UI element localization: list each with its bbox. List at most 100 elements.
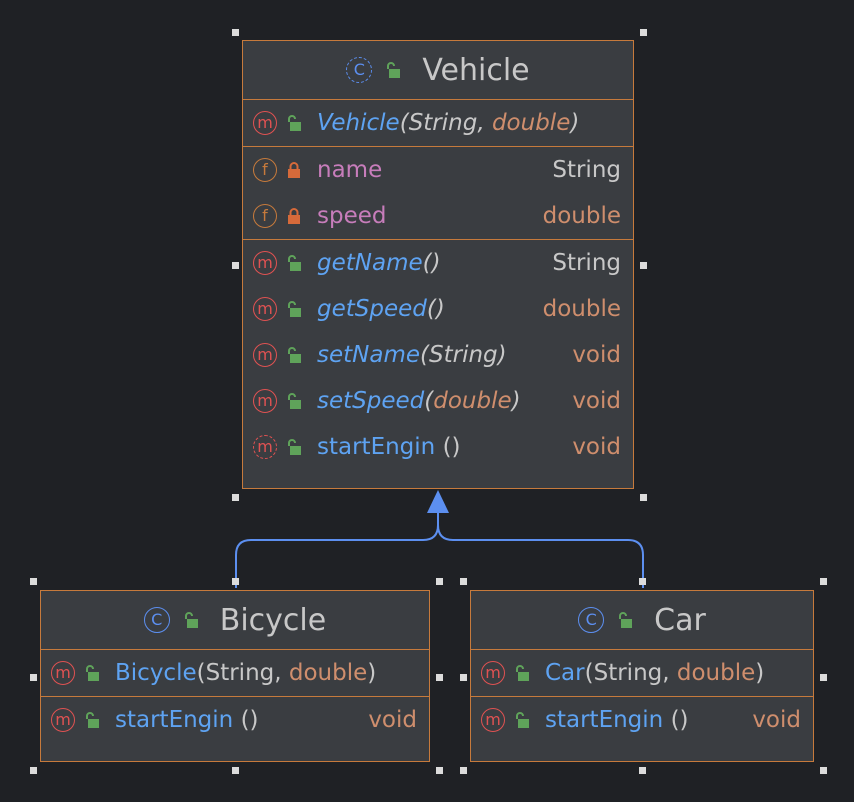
resize-handle[interactable] bbox=[30, 578, 37, 585]
param-type: String bbox=[408, 110, 478, 136]
resize-handle[interactable] bbox=[232, 262, 239, 269]
param-close: ) bbox=[497, 342, 507, 368]
method-row[interactable]: m startEngin () void bbox=[41, 697, 429, 743]
public-unlock-icon bbox=[619, 612, 633, 628]
param-open: ( bbox=[196, 660, 206, 686]
private-lock-icon bbox=[288, 208, 300, 224]
method-icon: m bbox=[481, 661, 505, 685]
resize-handle[interactable] bbox=[820, 674, 827, 681]
param-separator: , bbox=[274, 660, 289, 686]
field-name: name bbox=[317, 157, 383, 183]
param-separator: , bbox=[477, 110, 492, 136]
resize-handle[interactable] bbox=[232, 578, 239, 585]
resize-handle[interactable] bbox=[30, 767, 37, 774]
return-type: void bbox=[368, 707, 417, 733]
resize-handle[interactable] bbox=[460, 578, 467, 585]
abstract-class-icon: C bbox=[346, 57, 373, 83]
method-params: () bbox=[670, 707, 689, 733]
private-lock-icon bbox=[288, 162, 300, 178]
car-inherits-vehicle-line[interactable] bbox=[437, 524, 644, 588]
public-unlock-icon bbox=[86, 712, 99, 728]
param-type: String bbox=[429, 342, 498, 368]
method-params: () bbox=[240, 707, 259, 733]
abstract-method-icon: m bbox=[253, 435, 277, 459]
constructor-name: Car bbox=[545, 660, 585, 686]
constructor-row[interactable]: m Bicycle(String, double) bbox=[41, 650, 429, 696]
method-row[interactable]: m getSpeed() double bbox=[243, 286, 633, 332]
class-vehicle[interactable]: C Vehicle m Vehicle(String, double) bbox=[242, 40, 634, 489]
class-car[interactable]: C Car m Car(String, double) m bbox=[470, 590, 814, 762]
constructor-row[interactable]: m Vehicle(String, double) bbox=[243, 100, 633, 146]
method-icon: m bbox=[253, 389, 277, 413]
resize-handle[interactable] bbox=[639, 578, 646, 585]
resize-handle[interactable] bbox=[232, 29, 239, 36]
class-bicycle[interactable]: C Bicycle m Bicycle(String, double) m bbox=[40, 590, 430, 762]
resize-handle[interactable] bbox=[820, 578, 827, 585]
class-header: C Bicycle bbox=[41, 591, 429, 650]
param-type: String bbox=[593, 660, 663, 686]
method-row[interactable]: m startEngin () void bbox=[471, 697, 813, 743]
class-header: C Car bbox=[471, 591, 813, 650]
constructor-name: Vehicle bbox=[317, 110, 400, 136]
resize-handle[interactable] bbox=[640, 262, 647, 269]
field-name: speed bbox=[317, 203, 387, 229]
field-row[interactable]: f name String bbox=[243, 147, 633, 193]
param-open: ( bbox=[584, 660, 594, 686]
class-icon: C bbox=[578, 607, 605, 633]
bicycle-inherits-vehicle-line[interactable] bbox=[235, 512, 439, 588]
resize-handle[interactable] bbox=[460, 674, 467, 681]
resize-handle[interactable] bbox=[232, 494, 239, 501]
resize-handle[interactable] bbox=[30, 674, 37, 681]
return-type: void bbox=[572, 388, 621, 414]
resize-handle[interactable] bbox=[640, 29, 647, 36]
resize-handle[interactable] bbox=[436, 674, 443, 681]
resize-handle[interactable] bbox=[436, 767, 443, 774]
method-name: setName bbox=[317, 342, 421, 368]
method-row[interactable]: m setSpeed(double) void bbox=[243, 378, 633, 424]
public-unlock-icon bbox=[288, 301, 301, 317]
return-type: void bbox=[752, 707, 801, 733]
constructor-row[interactable]: m Car(String, double) bbox=[471, 650, 813, 696]
resize-handle[interactable] bbox=[436, 578, 443, 585]
method-icon: m bbox=[51, 708, 75, 732]
class-name: Car bbox=[654, 602, 706, 638]
field-icon: f bbox=[253, 204, 277, 228]
param-open: ( bbox=[420, 342, 429, 368]
param-type: String bbox=[205, 660, 275, 686]
method-icon: m bbox=[253, 251, 277, 275]
public-unlock-icon bbox=[387, 62, 401, 78]
method-row[interactable]: m startEngin () void bbox=[243, 424, 633, 470]
resize-handle[interactable] bbox=[232, 767, 239, 774]
param-type: double bbox=[676, 660, 756, 686]
resize-handle[interactable] bbox=[639, 767, 646, 774]
field-type: String bbox=[552, 157, 621, 183]
method-name: startEngin bbox=[545, 707, 664, 733]
resize-handle[interactable] bbox=[640, 494, 647, 501]
param-close: ) bbox=[755, 660, 765, 686]
param-type: double bbox=[433, 388, 512, 414]
return-type: void bbox=[572, 342, 621, 368]
param-type: double bbox=[491, 110, 571, 136]
field-type: double bbox=[542, 203, 621, 229]
class-name: Bicycle bbox=[219, 602, 327, 638]
param-type: double bbox=[288, 660, 368, 686]
field-icon: f bbox=[253, 158, 277, 182]
method-row[interactable]: m getName() String bbox=[243, 240, 633, 286]
resize-handle[interactable] bbox=[820, 767, 827, 774]
method-name: startEngin bbox=[317, 434, 436, 460]
public-unlock-icon bbox=[288, 439, 301, 455]
fields-section: f name String f speed double bbox=[243, 147, 633, 240]
method-icon: m bbox=[51, 661, 75, 685]
resize-handle[interactable] bbox=[460, 767, 467, 774]
param-close: ) bbox=[570, 110, 580, 136]
methods-section: m startEngin () void bbox=[41, 697, 429, 743]
public-unlock-icon bbox=[516, 712, 529, 728]
constructors-section: m Car(String, double) bbox=[471, 650, 813, 697]
method-icon: m bbox=[253, 111, 277, 135]
method-row[interactable]: m setName(String) void bbox=[243, 332, 633, 378]
field-row[interactable]: f speed double bbox=[243, 193, 633, 239]
inheritance-arrowhead bbox=[427, 490, 449, 513]
method-icon: m bbox=[253, 343, 277, 367]
public-unlock-icon bbox=[288, 393, 301, 409]
